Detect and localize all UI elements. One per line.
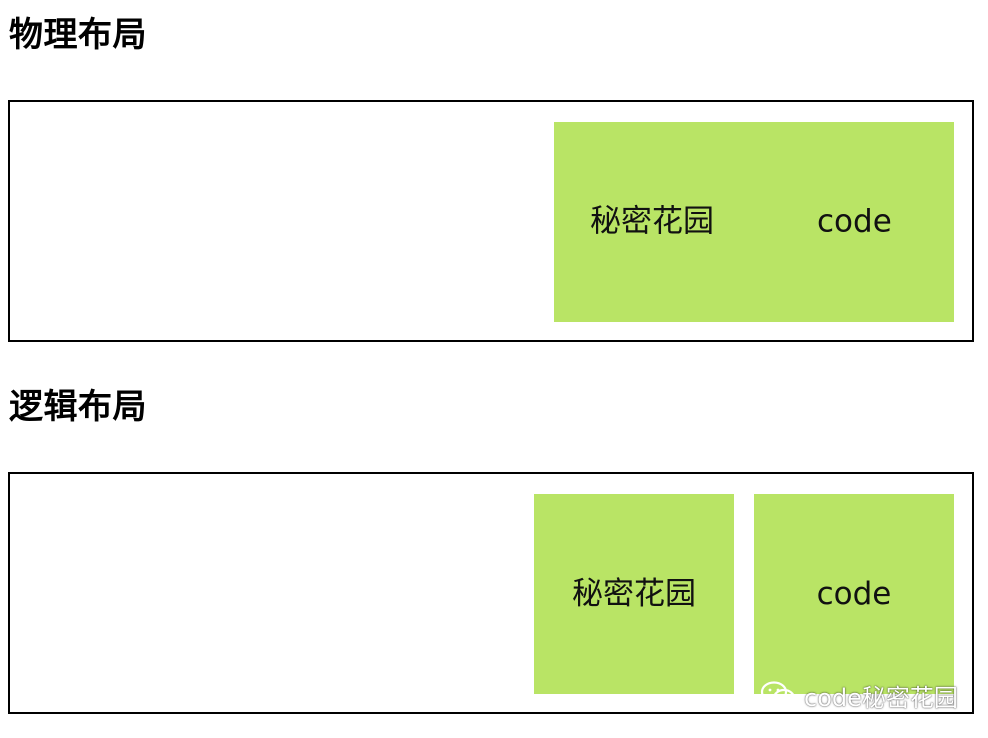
physical-layout-title: 物理布局 <box>9 15 147 55</box>
logical-item-block-b: code <box>754 494 954 694</box>
physical-item-label-a: 秘密花园 <box>590 203 714 240</box>
logical-layout-frame: 秘密花园 code <box>8 472 974 714</box>
logical-item-label-a: 秘密花园 <box>572 575 696 612</box>
logical-layout-title: 逻辑布局 <box>9 387 147 427</box>
logical-item-block-a: 秘密花园 <box>534 494 734 694</box>
physical-layout-block: 秘密花园 code <box>554 122 954 322</box>
logical-item-label-b: code <box>816 575 892 612</box>
physical-item-label-b: code <box>817 203 892 240</box>
physical-layout-frame: 秘密花园 code <box>8 100 974 342</box>
